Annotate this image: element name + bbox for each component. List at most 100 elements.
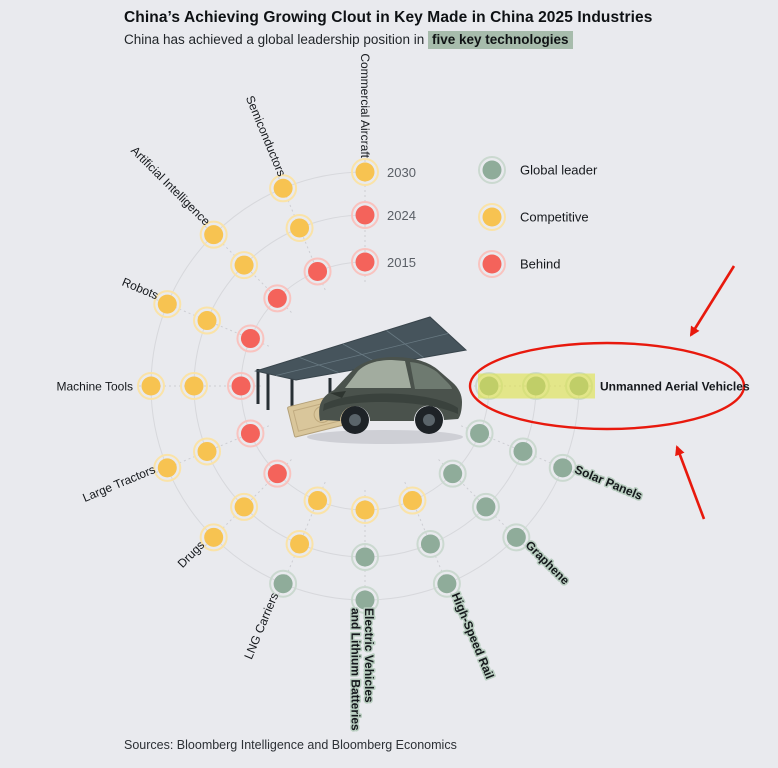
status-dot [443, 464, 463, 484]
status-dot [290, 534, 310, 554]
status-dot [476, 497, 496, 517]
status-dot [267, 288, 287, 308]
center-image [254, 316, 468, 444]
status-dot [234, 497, 254, 517]
status-dot [204, 527, 224, 547]
ring-year-label: 2030 [387, 165, 416, 180]
status-dot-halo [199, 523, 228, 552]
status-dot-halo [351, 248, 379, 276]
status-dot [234, 255, 254, 275]
status-dot [197, 311, 217, 331]
ring-year-label: 2015 [387, 255, 416, 270]
status-dot-halo [199, 220, 228, 249]
industry-label: Robots [120, 275, 160, 302]
status-dot [157, 294, 177, 314]
status-dot [290, 218, 310, 238]
industry-label: Commercial Aircraft [358, 53, 372, 158]
sources-note: Sources: Bloomberg Intelligence and Bloo… [124, 738, 457, 752]
status-dot [204, 225, 224, 245]
status-dot-halo [351, 201, 379, 229]
status-dot-halo [303, 257, 332, 286]
status-dot-halo [263, 284, 292, 313]
status-dot-halo [351, 543, 379, 571]
solar-canopy [254, 316, 468, 381]
subtitle-text: China has achieved a global leadership p… [124, 32, 428, 47]
legend-dot-halo [478, 203, 506, 231]
status-dot-halo [438, 459, 467, 488]
legend-item: Global leader [478, 156, 598, 184]
legend-label: Behind [520, 257, 560, 272]
status-dot [240, 329, 260, 349]
industry-label: Large Tractors [81, 462, 158, 505]
car-wheel-hub [349, 414, 361, 426]
status-dot-halo [193, 437, 222, 466]
status-dot [240, 423, 260, 443]
annotation-arrow [689, 265, 736, 337]
highlight-band [478, 373, 595, 399]
status-dot [402, 491, 422, 511]
status-dot-halo [153, 453, 182, 482]
status-dot [231, 376, 251, 396]
industry-label: Electric Vehiclesand Lithium Batteries [349, 608, 377, 731]
annotation-ellipse [468, 341, 746, 431]
status-dot [157, 458, 177, 478]
ring-year-label: 2024 [387, 208, 416, 223]
status-dot [355, 205, 375, 225]
legend-dot-halo [478, 156, 506, 184]
status-dot [437, 574, 457, 594]
status-dot-halo [416, 529, 445, 558]
status-dot-halo [153, 290, 182, 319]
status-dot-halo [548, 453, 577, 482]
status-dot-halo [180, 372, 208, 400]
status-dot [273, 178, 293, 198]
status-dot [141, 376, 161, 396]
status-dot [267, 464, 287, 484]
industry-label: Artificial Intelligence [128, 143, 213, 228]
status-dot [355, 590, 375, 610]
canopy-grid-line [275, 333, 449, 376]
industry-label: LNG Carriers [241, 591, 281, 662]
status-dot-halo [193, 306, 222, 335]
industry-label: Solar Panels [573, 462, 645, 503]
status-dot-halo [269, 174, 298, 203]
status-dot-halo [227, 372, 255, 400]
status-dot-halo [285, 529, 314, 558]
car-windshield [345, 360, 411, 388]
status-dot [506, 527, 526, 547]
status-dot [355, 252, 375, 272]
legend-item: Behind [478, 250, 560, 278]
status-dot-halo [351, 496, 379, 524]
subtitle-highlight: five key technologies [427, 31, 573, 49]
car-wheel-hub [423, 414, 435, 426]
status-dot [273, 574, 293, 594]
legend-label: Competitive [520, 210, 589, 225]
status-dot-halo [303, 486, 332, 515]
status-dot-halo [398, 486, 427, 515]
status-dot [355, 547, 375, 567]
status-dot [308, 491, 328, 511]
status-dot-halo [230, 492, 259, 521]
chart-subtitle: China has achieved a global leadership p… [124, 30, 724, 49]
annotation-arrow [675, 445, 706, 520]
status-dot-halo [236, 419, 265, 448]
status-dot-halo [465, 419, 494, 448]
status-dot-halo [285, 214, 314, 243]
industry-label: Unmanned Aerial Vehicles [600, 380, 750, 394]
industry-label: Graphene [523, 538, 573, 588]
status-dot-halo [137, 372, 165, 400]
status-dot-halo [351, 158, 379, 186]
status-dot-halo [432, 569, 461, 598]
car-shadow [307, 430, 463, 444]
legend-label: Global leader [520, 163, 598, 178]
status-dot-halo [269, 569, 298, 598]
status-dot-halo [502, 523, 531, 552]
status-dot [197, 441, 217, 461]
status-dot-halo [508, 437, 537, 466]
legend-dot [482, 254, 502, 274]
legend-dot-halo [478, 250, 506, 278]
status-dot [308, 261, 328, 281]
industry-label: Semiconductors [243, 93, 289, 178]
status-dot [470, 423, 490, 443]
